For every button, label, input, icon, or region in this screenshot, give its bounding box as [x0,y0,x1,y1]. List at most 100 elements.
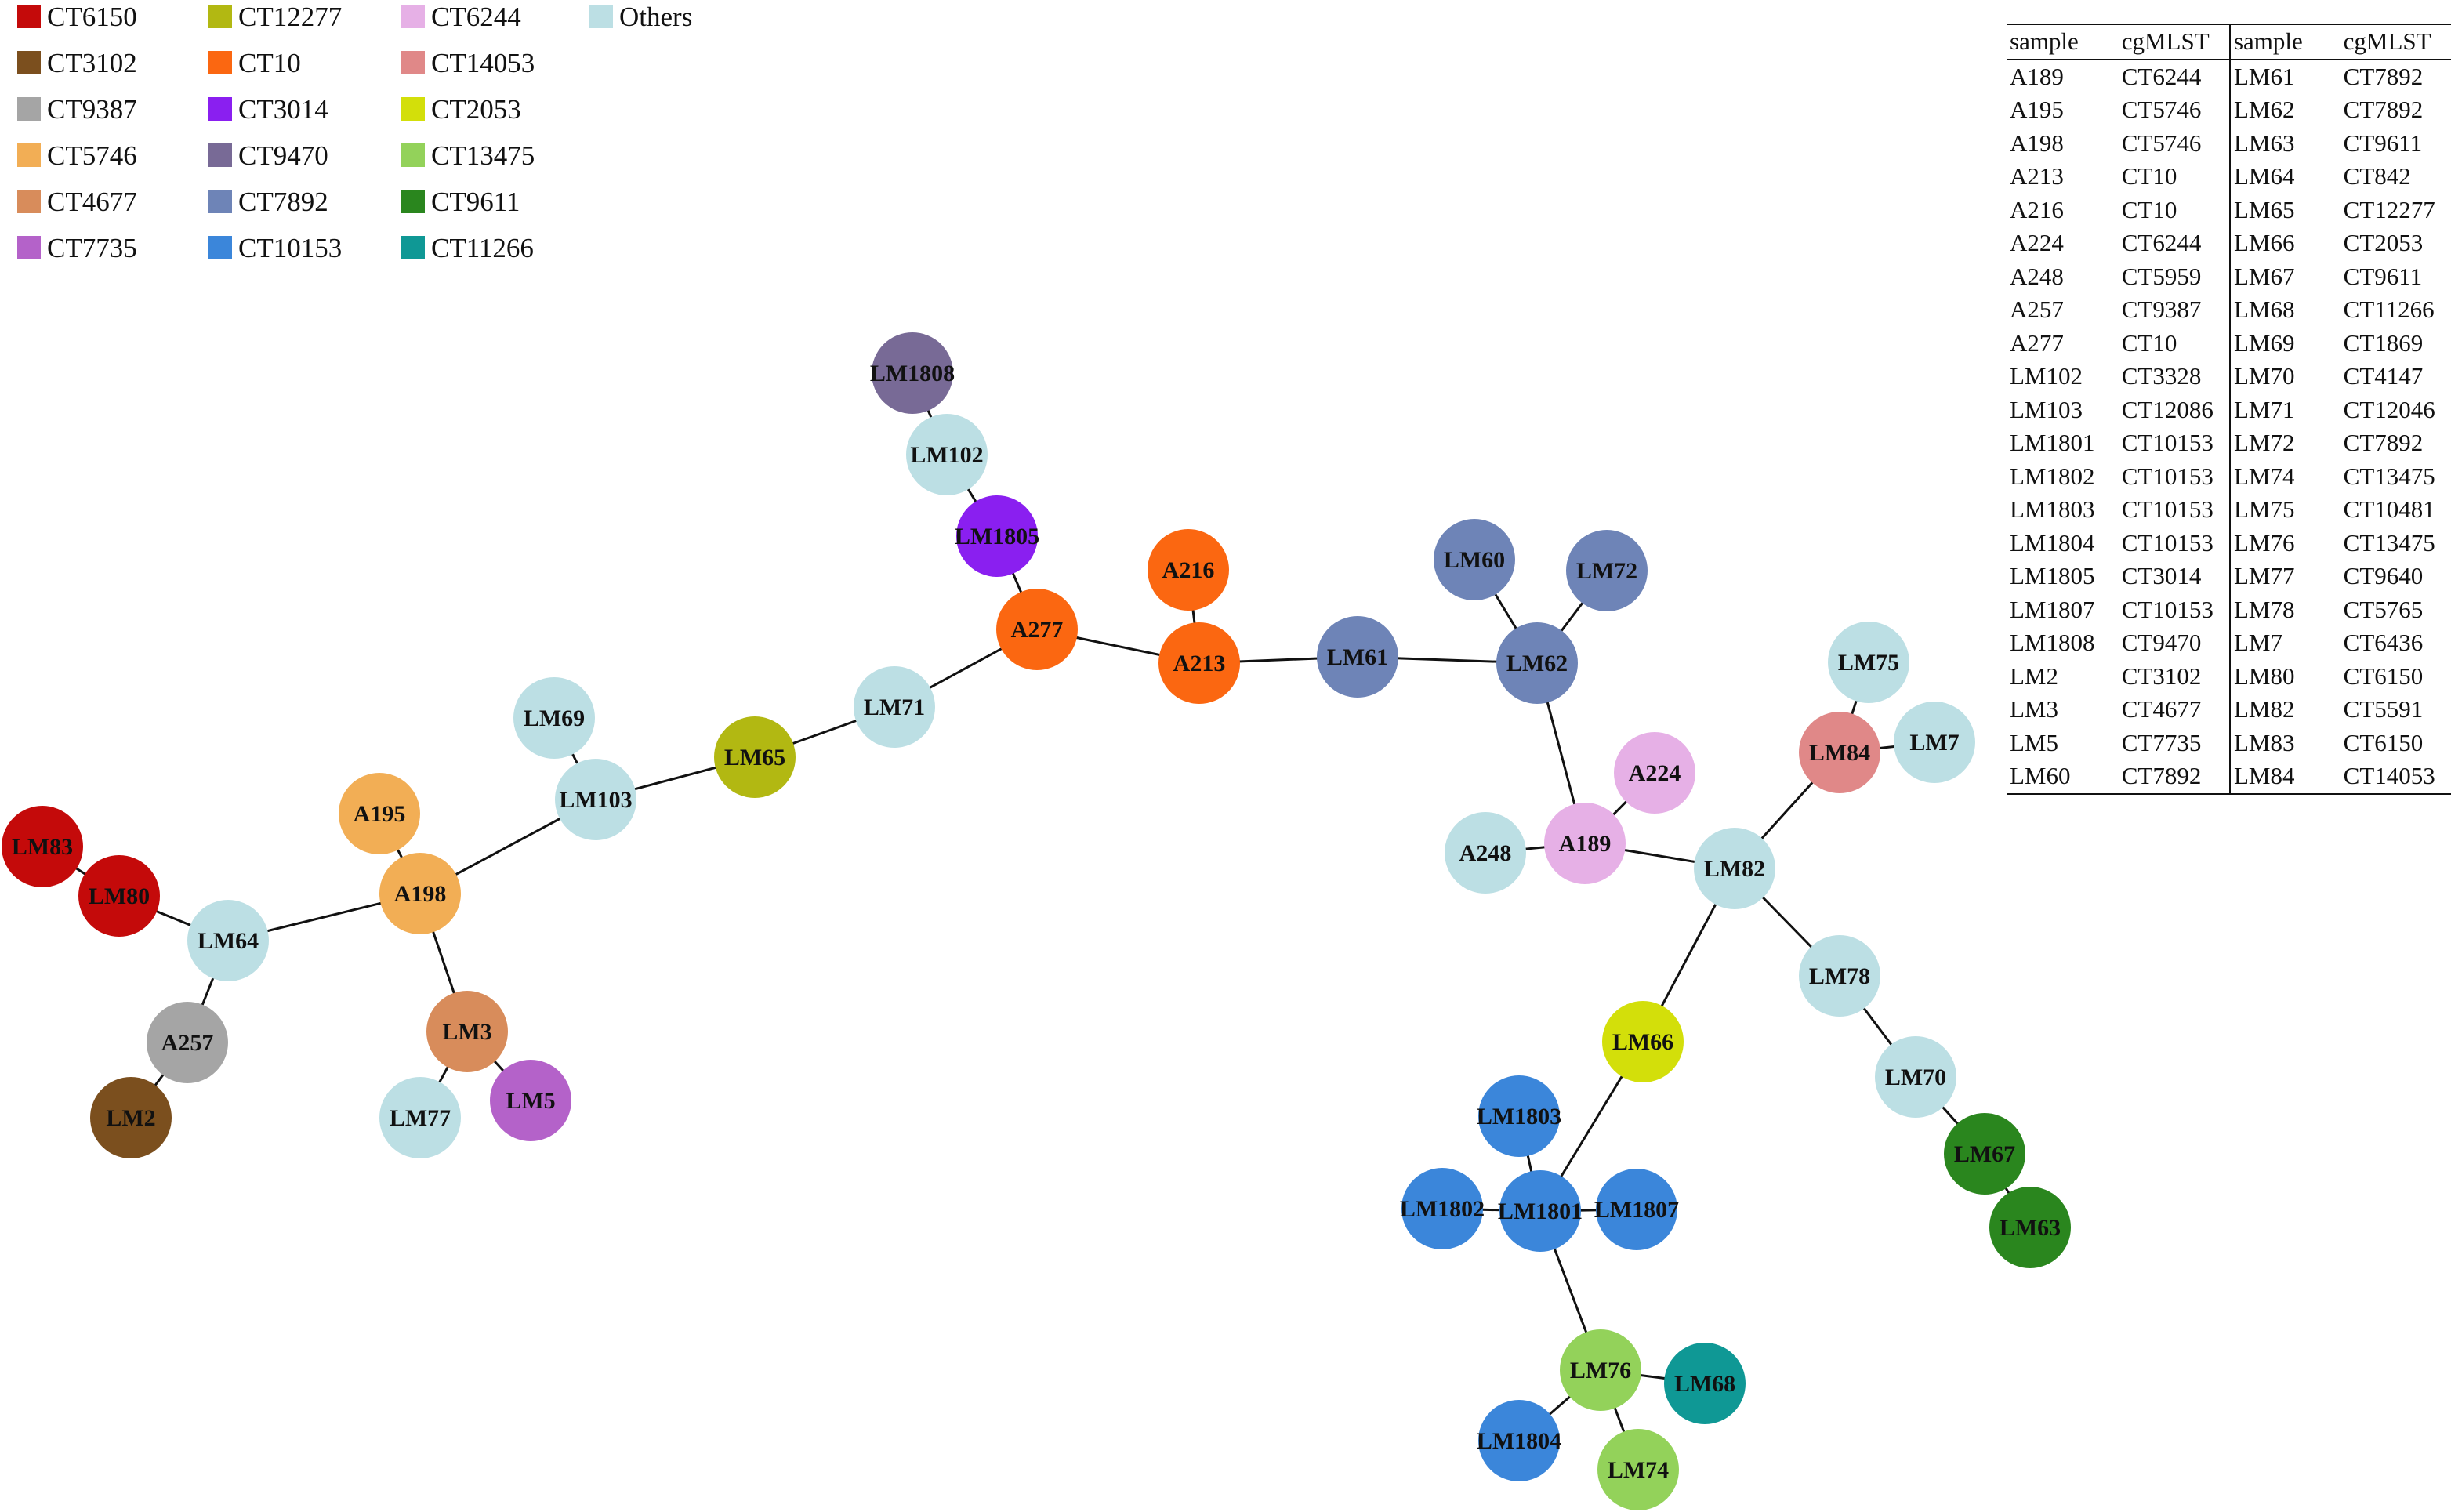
node-circle [1875,1036,1956,1118]
node-label: A257 [161,1030,214,1056]
table-cell-cgmlst: CT3328 [2121,362,2202,390]
table-cell-sample: LM5 [2010,728,2058,756]
node-circle [1560,1329,1641,1411]
node-LM1803: LM1803 [1477,1075,1561,1157]
legend-item: CT5746 [17,140,137,171]
table-cell-cgmlst: CT4677 [2121,695,2202,723]
table-cell-sample: LM2 [2010,662,2058,690]
legend-label: CT13475 [431,140,535,171]
node-label: A216 [1162,557,1215,583]
node-A248: A248 [1445,812,1526,894]
table-cell-sample: LM7 [2228,626,2340,660]
node-circle [379,853,461,934]
node-A198: A198 [379,853,461,934]
table-header-row: sample cgMLST sample cgMLST [2007,24,2451,60]
node-circle [872,332,953,414]
legend-item: CT9470 [208,140,328,171]
node-LM1802: LM1802 [1400,1168,1485,1249]
legend-swatch [401,190,425,213]
table-cell-sample: LM80 [2228,659,2340,693]
legend-item: CT7892 [208,187,328,217]
legend-item: CT4677 [17,187,137,217]
table-cell-cgmlst: CT9611 [2343,262,2423,290]
table-cell-cgmlst: CT6244 [2121,62,2202,90]
node-circle [2,806,83,887]
table-cell-cgmlst: CT7892 [2343,429,2424,456]
node-label: LM82 [1704,856,1765,882]
legend-swatch [17,51,41,74]
table-cell-sample: LM70 [2228,360,2340,393]
legend-swatch [17,143,41,167]
table-cell-cgmlst: CT12086 [2121,395,2214,423]
legend-label: CT10 [238,48,301,78]
legend-swatch [589,5,613,28]
table-cell-cgmlst: CT12277 [2343,195,2435,223]
node-circle [1596,1169,1677,1250]
node-circle [1496,622,1578,704]
legend-label: CT10153 [238,233,342,263]
table-cell-sample: A195 [2010,96,2064,123]
node-label: LM60 [1444,547,1505,573]
node-label: LM74 [1608,1457,1669,1483]
node-circle [1566,530,1648,611]
node-circle [147,1002,228,1083]
legend-swatch [17,236,41,259]
legend-label: CT3014 [238,94,328,125]
node-circle [1602,1001,1684,1082]
table-cell-cgmlst: CT10481 [2343,495,2435,523]
node-circle [906,414,988,495]
node-label: LM63 [2000,1215,2061,1241]
node-LM102: LM102 [906,414,988,495]
legend-swatch [208,143,232,167]
node-circle [1148,529,1229,611]
node-A213: A213 [1158,622,1240,704]
legend-item: CT9387 [17,94,137,125]
node-label: LM1803 [1477,1104,1561,1129]
node-circle [714,716,796,798]
node-label: LM66 [1612,1029,1673,1055]
node-A189: A189 [1544,803,1626,884]
legend-label: CT4677 [47,187,137,217]
node-LM70: LM70 [1875,1036,1956,1118]
table-cell-sample: LM60 [2010,762,2071,789]
legend-label: CT5746 [47,140,137,171]
table-cell-sample: LM69 [2228,326,2340,360]
node-label: LM72 [1576,558,1637,584]
table-cell-cgmlst: CT12046 [2343,395,2435,423]
node-label: LM5 [506,1088,555,1114]
node-label: LM71 [864,694,925,720]
table-cell-cgmlst: CT9640 [2343,562,2424,589]
node-LM60: LM60 [1434,519,1515,600]
table-cell-sample: A248 [2010,262,2064,290]
node-circle [90,1077,172,1158]
table-cell-sample: A213 [2010,162,2064,190]
legend-label: Others [619,2,692,32]
node-A224: A224 [1614,732,1695,814]
node-label: LM7 [1909,730,1959,756]
table-cell-sample: LM102 [2010,362,2083,390]
table-cell-cgmlst: CT5746 [2121,96,2202,123]
legend-label: CT7892 [238,187,328,217]
node-label: A277 [1011,617,1064,643]
node-circle [1478,1400,1560,1481]
node-LM62: LM62 [1496,622,1578,704]
table-cell-cgmlst: CT9387 [2121,296,2202,323]
table-cell-cgmlst: CT10153 [2121,495,2214,523]
node-label: LM77 [390,1105,451,1131]
legend-swatch [17,5,41,28]
table-cell-cgmlst: CT6150 [2343,728,2424,756]
node-circle [1499,1170,1581,1252]
node-circle [1445,812,1526,894]
table-cell-cgmlst: CT7892 [2121,762,2202,789]
table-cell-sample: LM64 [2228,160,2340,194]
table-cell-cgmlst: CT10153 [2121,429,2214,456]
node-circle [555,759,636,840]
table-cell-sample: LM83 [2228,726,2340,760]
